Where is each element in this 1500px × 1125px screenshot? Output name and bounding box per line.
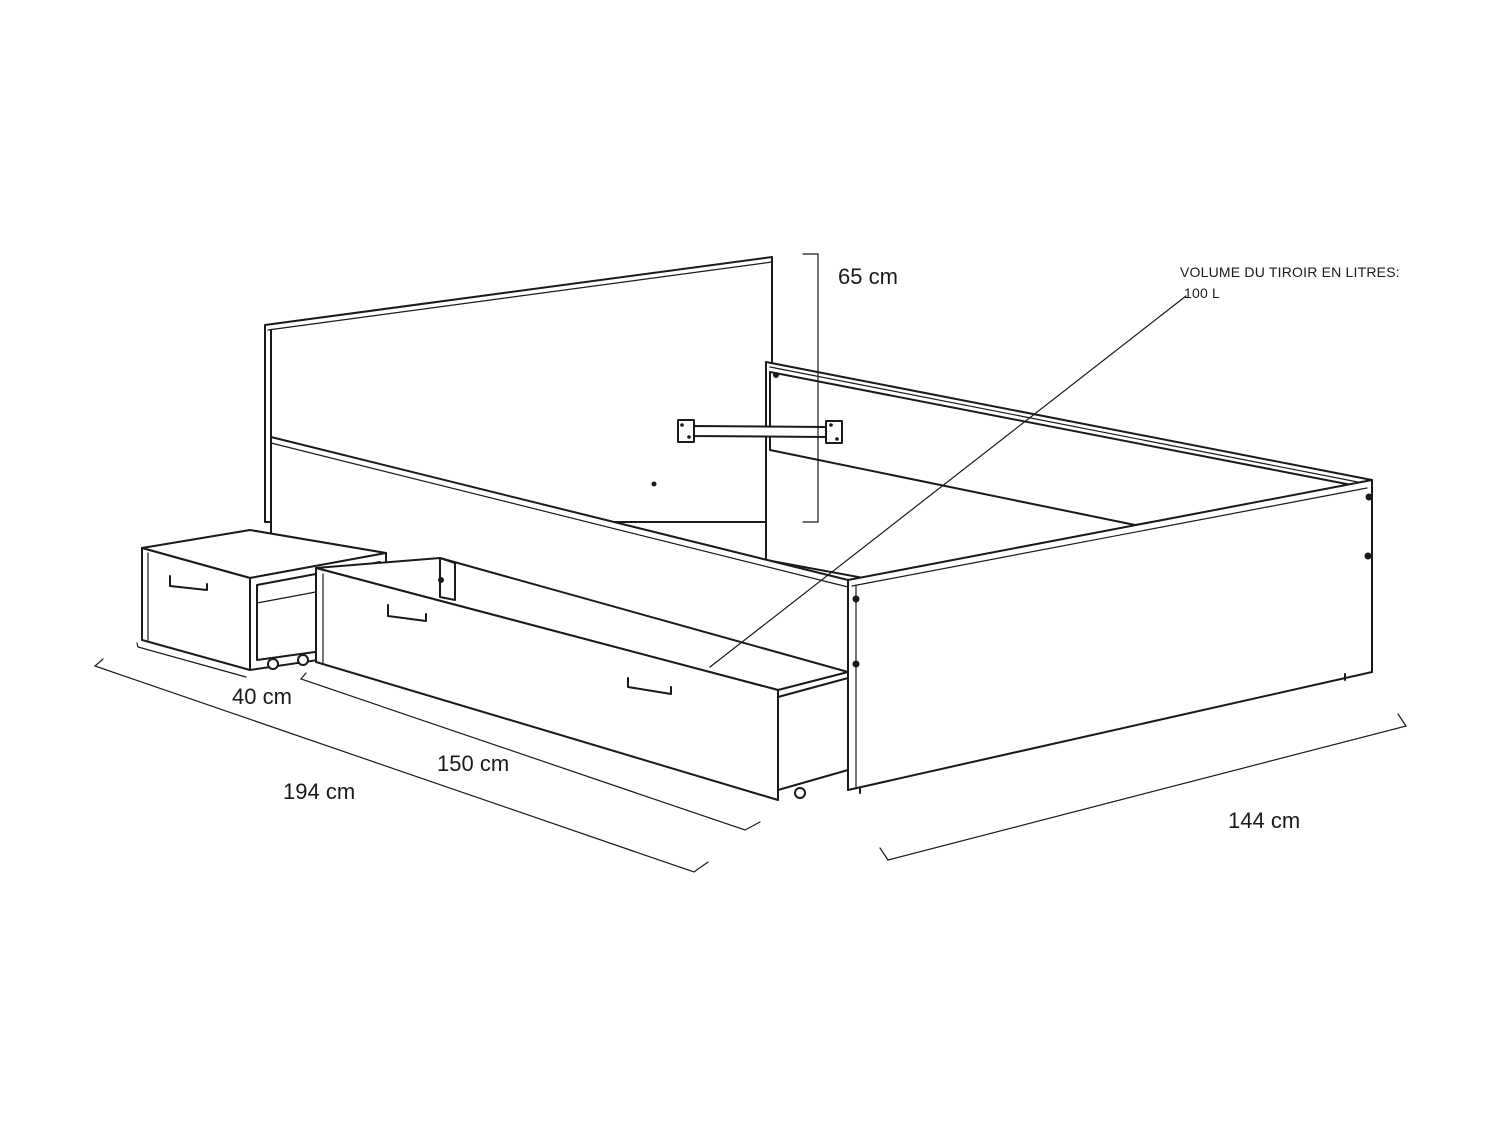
- dim-headboard-height: 65 cm: [838, 264, 898, 289]
- metal-bracket: [677, 419, 843, 444]
- drawer: [315, 557, 849, 801]
- dim-nightstand-depth: 40 cm: [232, 684, 292, 709]
- dim-bed-width: 144 cm: [1228, 808, 1300, 833]
- dim-bed-length: 194 cm: [283, 779, 355, 804]
- dimension-lines: [93, 253, 1407, 873]
- callout-value: 100 L: [1184, 285, 1220, 301]
- callout-title: VOLUME DU TIROIR EN LITRES:: [1180, 264, 1400, 280]
- dim-drawer-length: 150 cm: [437, 751, 509, 776]
- callout-leader-line: [709, 295, 1187, 668]
